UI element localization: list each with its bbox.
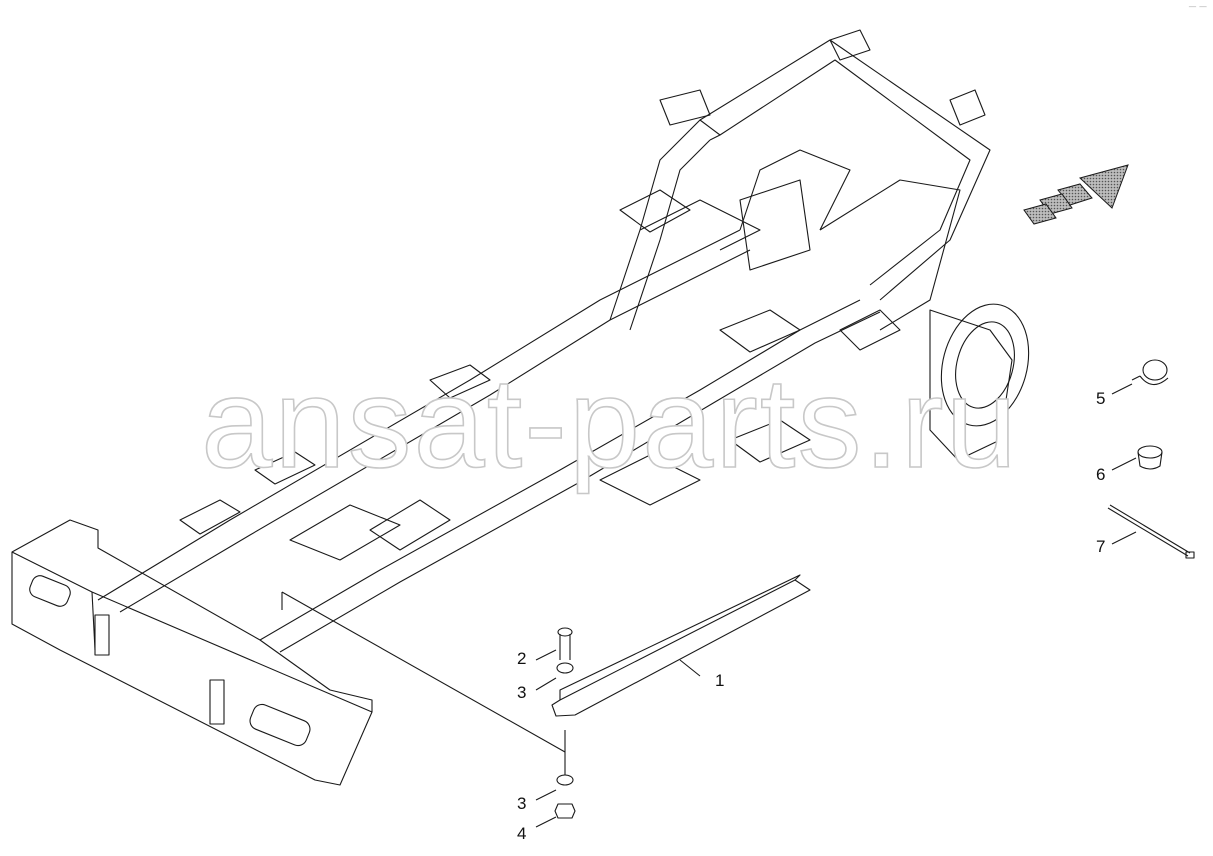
- callout-7: 7: [1096, 537, 1106, 556]
- callout-5: 5: [1096, 389, 1106, 408]
- corner-mark: — —: [1188, 2, 1207, 11]
- part-nut: [554, 803, 576, 819]
- part-clamp: [1131, 359, 1169, 386]
- part-washer-lower: [556, 774, 574, 786]
- part-cable-tie: [1107, 504, 1195, 559]
- part-bushing: [1137, 445, 1163, 470]
- rear-ring: [929, 303, 1030, 461]
- callout-4: 4: [517, 824, 527, 843]
- callout-6: 6: [1096, 465, 1106, 484]
- leader-line: [281, 591, 566, 753]
- callout-3-upper: 3: [517, 683, 527, 702]
- front-bumper: [11, 519, 373, 786]
- part-washer-upper: [556, 662, 574, 674]
- cross-members: [179, 29, 986, 561]
- callout-2: 2: [517, 649, 527, 668]
- callout-1: 1: [715, 671, 725, 690]
- callout-3-lower: 3: [517, 794, 527, 813]
- part-bolt: [557, 627, 573, 660]
- front-direction-arrow-icon: [1023, 164, 1129, 225]
- part-bracket-plate: [551, 574, 811, 717]
- watermark-text: ansat-parts.ru: [200, 352, 1019, 495]
